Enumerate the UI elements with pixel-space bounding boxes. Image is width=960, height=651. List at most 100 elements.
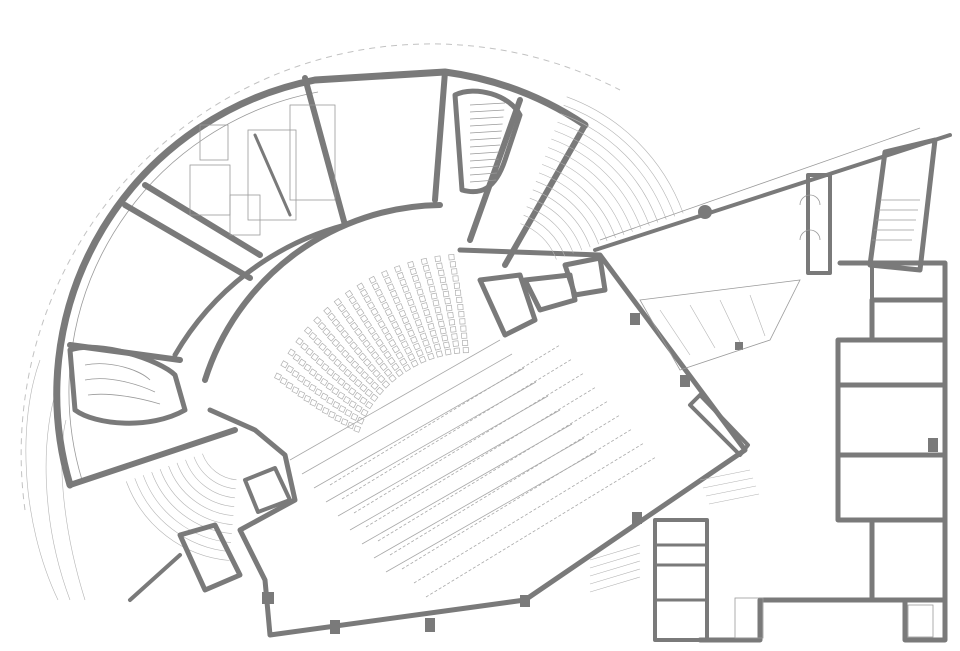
seat: [407, 353, 416, 362]
seat: [308, 383, 317, 392]
seat: [297, 390, 306, 399]
seat: [328, 353, 337, 362]
seat: [297, 374, 306, 383]
seat: [342, 382, 351, 391]
side-seating-row: [134, 478, 231, 552]
seat: [356, 416, 365, 425]
seat: [418, 355, 427, 364]
seat: [285, 365, 294, 374]
seat: [379, 362, 388, 372]
seat: [412, 312, 420, 320]
seat: [398, 309, 407, 318]
seat: [404, 346, 413, 355]
seat: [425, 315, 433, 324]
seat: [381, 380, 391, 389]
seat: [395, 351, 404, 360]
seat: [309, 398, 318, 407]
seat: [381, 301, 390, 310]
seat: [334, 414, 342, 423]
seat: [345, 315, 355, 325]
seat: [411, 274, 420, 283]
outer-facade-inner-line: [68, 91, 319, 481]
seat: [375, 357, 384, 366]
seat: [348, 373, 358, 383]
seat: [387, 314, 396, 323]
side-seating-row: [176, 462, 235, 507]
seat: [321, 406, 330, 415]
stage-batten: [289, 339, 501, 461]
seat: [401, 316, 410, 325]
seat: [381, 270, 389, 278]
seat: [323, 306, 332, 316]
stage-top-cores: [477, 255, 608, 338]
seat: [364, 388, 373, 398]
fan-seating-row: [526, 206, 574, 254]
seat: [454, 289, 462, 296]
side-seating-steps: [126, 453, 237, 561]
seat: [394, 265, 402, 273]
seat: [292, 353, 301, 362]
seat: [336, 344, 345, 353]
stair-tread: [469, 109, 505, 113]
seat: [313, 337, 322, 346]
seat: [415, 349, 424, 357]
stage-batten: [349, 409, 561, 531]
seat: [392, 296, 401, 305]
seat: [452, 275, 459, 282]
stair-tread: [469, 102, 506, 106]
seat: [424, 271, 432, 279]
seat: [409, 267, 417, 276]
seat: [396, 271, 405, 280]
seat: [354, 378, 363, 388]
side-seating-row: [202, 453, 237, 481]
seat: [399, 278, 407, 287]
seat: [420, 302, 429, 310]
seat: [274, 372, 282, 381]
seat: [356, 308, 365, 317]
seat: [383, 350, 392, 360]
landscape-curve-third: [61, 419, 86, 601]
seat: [345, 355, 355, 364]
seat: [314, 373, 323, 382]
seat: [341, 309, 351, 319]
seat: [331, 318, 341, 327]
seat: [384, 332, 393, 341]
seat: [328, 410, 336, 419]
diagonal-facade-thin: [599, 127, 921, 241]
stage-batten-dashed: [425, 456, 657, 598]
seat: [337, 304, 347, 313]
seat: [280, 360, 289, 369]
seat: [437, 269, 445, 277]
seat: [348, 400, 357, 409]
seat: [401, 285, 410, 293]
seat: [381, 326, 390, 335]
right-stair-treads: [872, 199, 920, 241]
seat: [340, 418, 349, 426]
stage-batten-dashed: [365, 386, 597, 528]
seat: [427, 352, 435, 361]
stair-tread: [469, 151, 500, 155]
seat: [451, 268, 458, 275]
seat: [349, 321, 359, 331]
seat: [402, 363, 411, 373]
seat: [332, 401, 341, 409]
seat: [325, 382, 334, 391]
seat: [302, 379, 311, 388]
stage-batten: [313, 367, 525, 489]
seat: [375, 288, 383, 297]
stage-batten-dashed: [377, 400, 609, 542]
seat: [441, 334, 449, 342]
seat: [388, 339, 397, 348]
seat: [318, 342, 327, 352]
seat: [436, 262, 443, 270]
seat: [371, 282, 380, 291]
seat: [331, 338, 340, 348]
seat: [358, 352, 367, 361]
seat: [359, 288, 369, 297]
seat: [407, 261, 415, 269]
seat: [343, 368, 352, 378]
seat: [377, 374, 386, 384]
seat: [340, 330, 349, 339]
side-seating-row: [168, 465, 234, 516]
seat: [342, 395, 351, 405]
